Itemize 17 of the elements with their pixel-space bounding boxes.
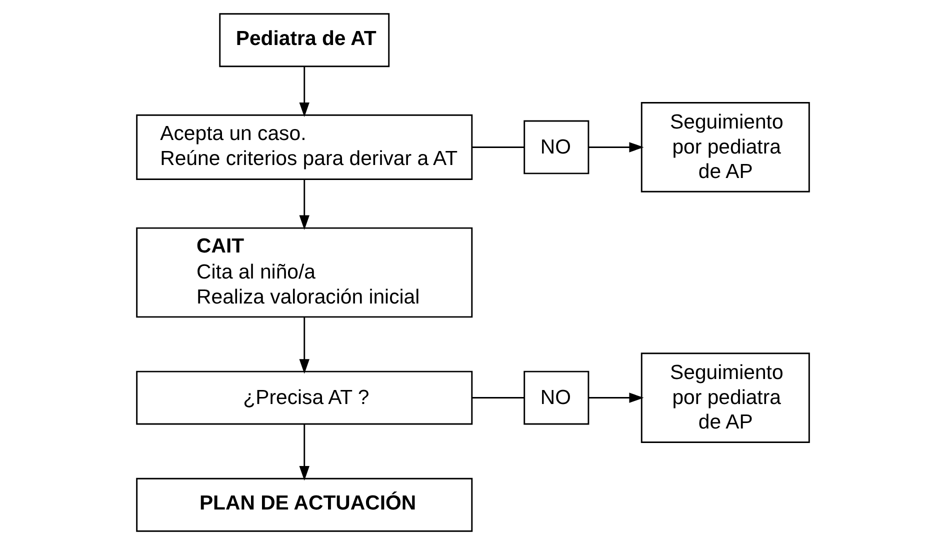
arrow [588, 392, 644, 403]
node-box: Seguimiento por pediatra de AP [640, 352, 810, 443]
arrow [298, 180, 309, 230]
arrow [298, 66, 309, 118]
connector [472, 146, 524, 148]
node-box: NO [523, 370, 589, 425]
node-box: Seguimiento por pediatra de AP [640, 102, 810, 192]
node-box: ¿Precisa AT ? [136, 370, 472, 425]
node-box: NO [523, 120, 589, 174]
arrow [298, 424, 309, 481]
node-box: Acepta un caso. Reúne criterios para derivar a AT [136, 114, 472, 180]
node-box: PLAN DE ACTUACIÓN [136, 478, 472, 532]
connector [472, 397, 524, 399]
arrow [298, 317, 309, 374]
node-box: CAIT Cita al niño/a Realiza valoración inicial [136, 227, 472, 318]
arrow [588, 142, 644, 152]
node-box: Pediatra de AT [218, 13, 390, 68]
